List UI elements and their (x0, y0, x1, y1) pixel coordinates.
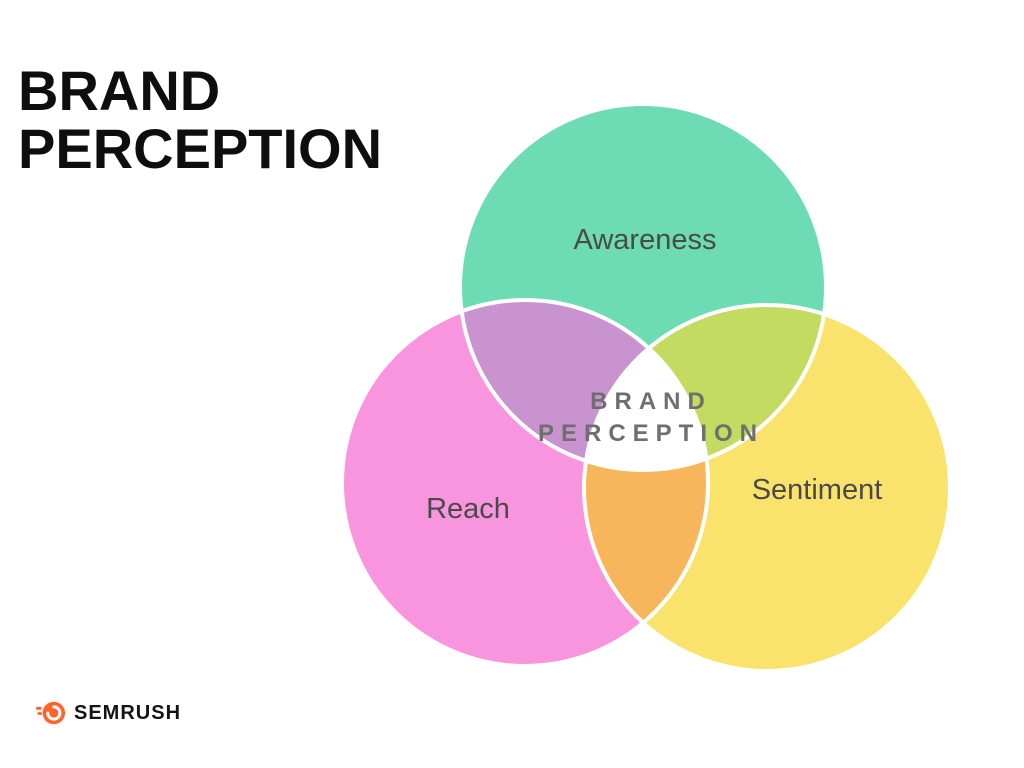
center-label-line2: PERCEPTION (538, 420, 764, 447)
semrush-logo-text: SEMRUSH (74, 701, 182, 724)
overlap-center (584, 305, 708, 470)
awareness-circle-outline (458, 102, 828, 472)
page-title: BRAND PERCEPTION (18, 59, 383, 181)
awareness-label: Awareness (574, 224, 717, 256)
sentiment-label: Sentiment (752, 474, 883, 506)
reach-circle-outline (340, 298, 710, 668)
sentiment-circle-outline (582, 303, 952, 673)
page-title-line1: BRAND (18, 59, 221, 122)
semrush-logo-icon (36, 698, 66, 728)
reach-label: Reach (426, 493, 510, 525)
semrush-logo: SEMRUSH (36, 698, 181, 728)
center-label-line1: BRAND (590, 388, 712, 415)
page-title-line2: PERCEPTION (18, 117, 383, 181)
